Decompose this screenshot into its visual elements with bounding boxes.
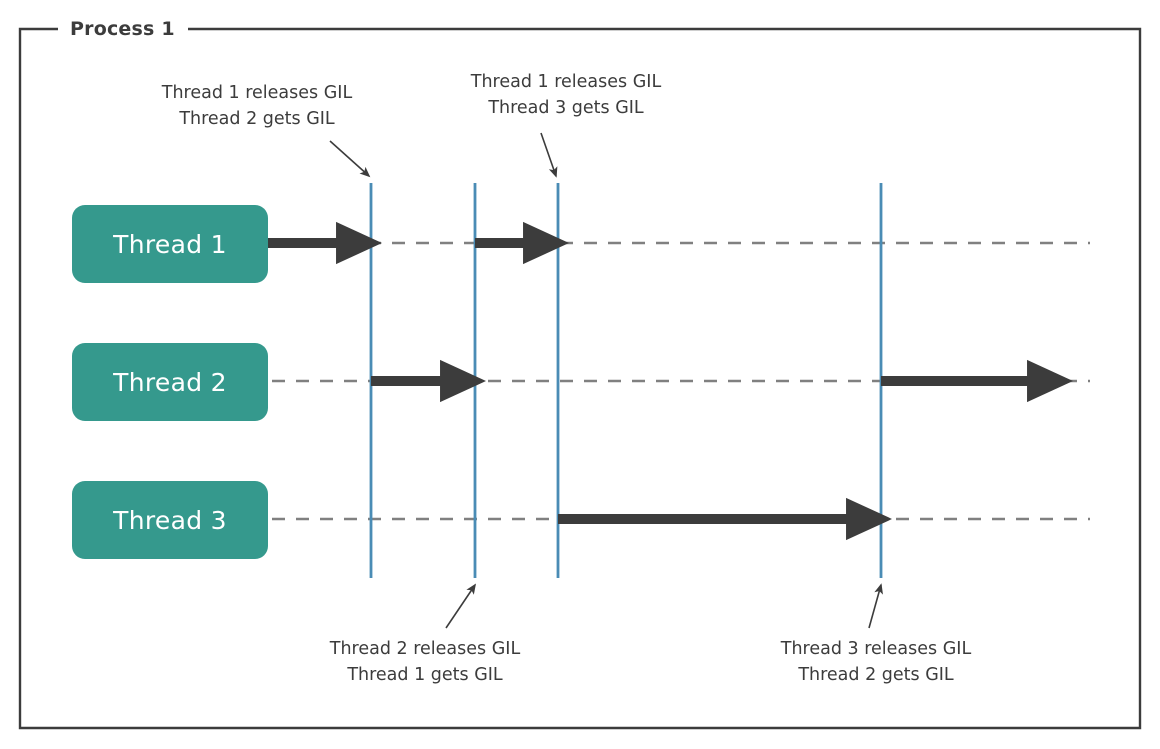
annotation-top-right: Thread 1 releases GIL Thread 3 gets GIL: [467, 69, 665, 121]
thread-box-label: Thread 3: [113, 505, 227, 535]
annotation-line-1: Thread 3 releases GIL: [780, 639, 972, 659]
thread-box-label: Thread 2: [113, 367, 227, 397]
page-title: Process 1: [63, 16, 182, 42]
annotation-line-1: Thread 1 releases GIL: [470, 72, 662, 92]
leader-arrow-bottom-right: [868, 583, 883, 629]
annotation-line-2: Thread 2 gets GIL: [798, 665, 954, 685]
annotation-line-2: Thread 3 gets GIL: [488, 98, 644, 118]
thread-box-label: Thread 1: [113, 229, 227, 259]
leader-arrow-bottom-left: [445, 583, 477, 629]
thread-box-thread-1[interactable]: Thread 1: [72, 205, 268, 283]
execution-arrows: [268, 221, 1074, 541]
annotation-line-1: Thread 1 releases GIL: [161, 83, 353, 103]
annotation-top-left: Thread 1 releases GIL Thread 2 gets GIL: [148, 80, 366, 132]
annotation-line-2: Thread 1 gets GIL: [347, 665, 503, 685]
annotation-bottom-left: Thread 2 releases GIL Thread 1 gets GIL: [309, 636, 541, 688]
annotation-leader-arrows: [329, 132, 883, 629]
thread-box-thread-2[interactable]: Thread 2: [72, 343, 268, 421]
annotation-bottom-right: Thread 3 releases GIL Thread 2 gets GIL: [760, 636, 992, 688]
leader-arrow-top-left: [329, 140, 371, 178]
annotation-line-1: Thread 2 releases GIL: [329, 639, 521, 659]
leader-arrow-top-right: [540, 132, 558, 178]
thread-box-thread-3[interactable]: Thread 3: [72, 481, 268, 559]
annotation-line-2: Thread 2 gets GIL: [179, 109, 335, 129]
process-group-border: [18, 27, 1142, 730]
